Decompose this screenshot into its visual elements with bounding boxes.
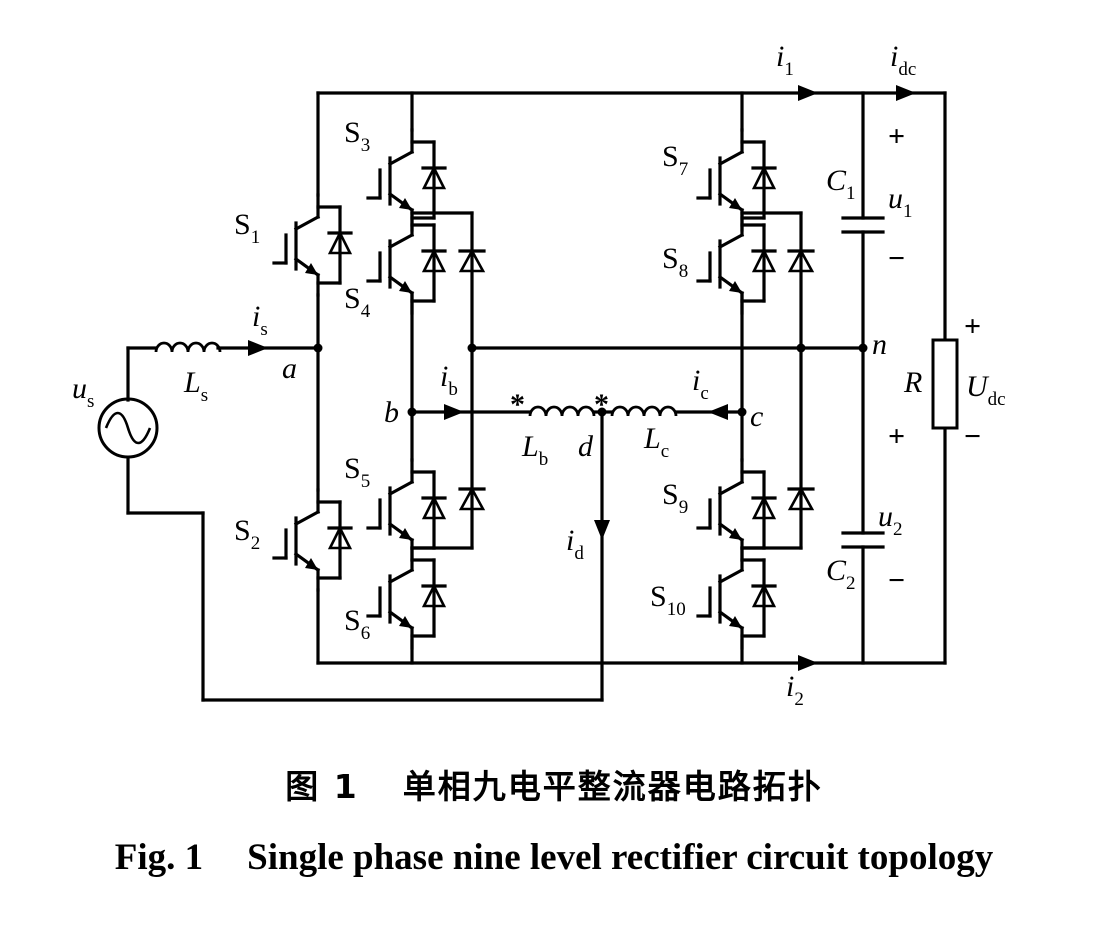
inductor-lc <box>610 405 678 418</box>
dot-marker-lc: * <box>594 388 609 421</box>
label-voltage-udc: Udc <box>966 370 1006 410</box>
caption-en-text: Single phase nine level rectifier circui… <box>247 837 994 878</box>
label-switch-s4: S4 <box>344 282 371 322</box>
label-voltage-u1: u1 <box>888 182 913 222</box>
label-inductor-ls: Ls <box>183 366 208 406</box>
label-inductor-lb: Lb <box>521 430 548 470</box>
switch-s4-symbol <box>366 211 447 315</box>
current-arrows <box>248 85 916 671</box>
label-current-i1: i1 <box>776 40 794 80</box>
switch-s8-symbol <box>696 211 777 315</box>
label-switch-s8: S8 <box>662 242 688 282</box>
label-current-ib: ib <box>440 360 458 400</box>
sign-minus-udc: − <box>964 420 981 453</box>
sign-plus-u2: + <box>888 420 905 453</box>
switch-s2-symbol <box>272 488 353 592</box>
label-switch-s1: S1 <box>234 208 260 248</box>
sign-minus-u2: − <box>888 564 905 597</box>
label-current-id: id <box>566 524 584 564</box>
resistor-r-symbol <box>931 338 959 430</box>
sign-minus-u1: − <box>888 242 905 275</box>
switch-s5-symbol <box>366 458 447 562</box>
inductor-ls <box>154 341 222 354</box>
caption-cn-number: 图 1 <box>285 767 359 806</box>
switch-s6-symbol <box>366 546 447 650</box>
switch-s1-symbol <box>272 193 353 297</box>
wiring <box>126 91 947 702</box>
label-current-is: is <box>252 300 268 340</box>
label-capacitor-c1: C1 <box>826 164 856 204</box>
caption-en-number: Fig. 1 <box>114 837 204 878</box>
inductor-lb <box>528 405 596 418</box>
label-node-n: n <box>872 328 887 361</box>
label-switch-s2: S2 <box>234 514 260 554</box>
switch-s3-symbol <box>366 128 447 232</box>
label-current-idc: idc <box>890 40 916 80</box>
label-switch-s10: S10 <box>650 580 686 620</box>
label-switch-s3: S3 <box>344 116 370 156</box>
figure-caption-english: Fig. 1 Single phase nine level rectifier … <box>0 836 1108 879</box>
label-switch-s7: S7 <box>662 140 688 180</box>
label-node-a: a <box>282 352 297 385</box>
label-node-b: b <box>384 396 399 429</box>
switch-s10-symbol <box>696 546 777 650</box>
switch-s7-symbol <box>696 128 777 232</box>
label-resistor-r: R <box>903 366 922 399</box>
caption-cn-text: 单相九电平整流器电路拓扑 <box>402 767 823 806</box>
figure-caption-chinese: 图 1 单相九电平整流器电路拓扑 <box>0 760 1108 808</box>
dot-marker-lb: * <box>510 388 525 421</box>
label-current-i2: i2 <box>786 670 804 710</box>
label-node-c: c <box>750 400 763 433</box>
label-voltage-u2: u2 <box>878 500 903 540</box>
sign-plus-udc: + <box>964 310 981 343</box>
sign-plus-u1: + <box>888 120 905 153</box>
capacitor-c2-symbol <box>841 531 885 549</box>
capacitor-c1-symbol <box>841 216 885 234</box>
ac-source-symbol <box>97 397 159 459</box>
label-source-voltage: us <box>72 372 94 412</box>
label-switch-s6: S6 <box>344 604 370 644</box>
label-current-ic: ic <box>692 364 709 404</box>
junction-dots <box>313 343 868 417</box>
label-switch-s9: S9 <box>662 478 688 518</box>
label-inductor-lc: Lc <box>643 422 669 462</box>
label-switch-s5: S5 <box>344 452 370 492</box>
switch-s9-symbol <box>696 458 777 562</box>
label-node-d: d <box>578 430 594 463</box>
label-capacitor-c2: C2 <box>826 554 856 594</box>
